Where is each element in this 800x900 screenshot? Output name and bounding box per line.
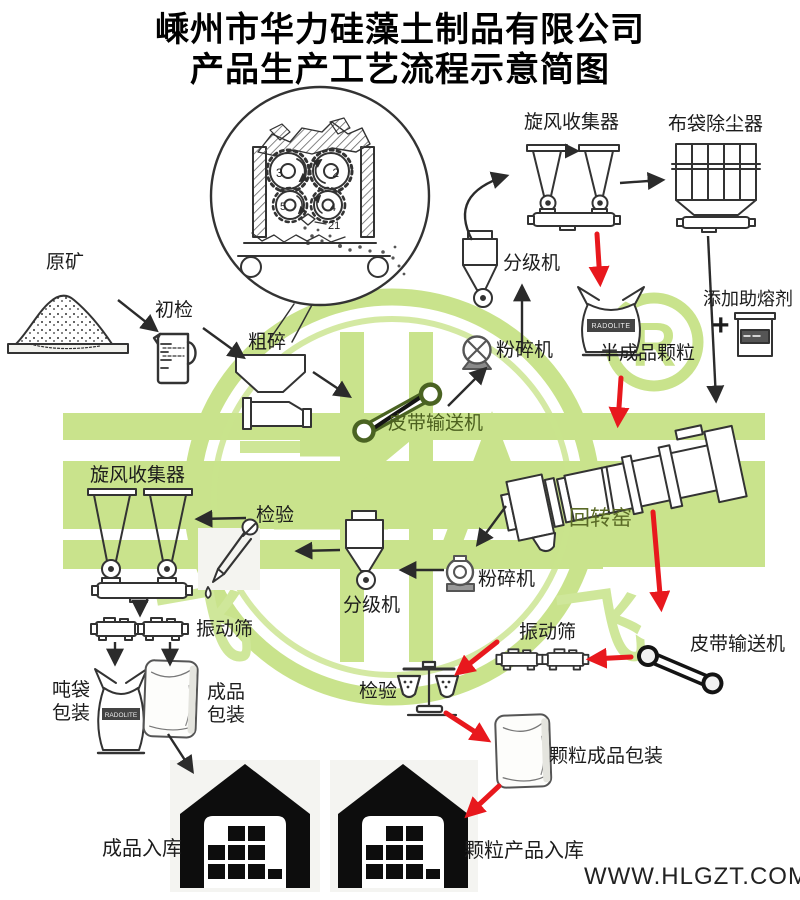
svg-text:4: 4 [330,202,336,214]
label-inspection-mid: 检验 [256,505,295,526]
classifier-mid-icon [345,510,384,590]
label-finished-warehouse: 成品入库 [102,838,182,860]
red-arrow-screen-to-scale [454,639,500,676]
raw-ore-icon [7,294,129,354]
red-arrow-semibag-to-kiln [608,375,630,429]
belt-conveyor-top-icon [352,382,443,443]
label-finished-packaging-2: 包装 [207,705,246,726]
red-arrow-kiln-to-belt [649,509,671,613]
red-arrow-belt-to-screen [585,647,634,669]
coarse-crusher-icon [235,354,312,430]
vibrating-screen-left-icon [90,617,189,641]
arrow-classifier-to-cyclone [463,171,510,241]
label-rotary-kiln: 回转窑 [569,507,632,530]
arrow-crushing-to-belt [312,371,352,398]
flux-jar-icon [734,312,776,357]
label-cyclone-collector-top: 旋风收集器 [524,112,620,133]
bag-dust-collector-icon [671,143,761,233]
label-plus-sign: + [712,309,730,342]
semi-finished-bag-icon: RADOLITE [577,286,645,357]
pulverizer-mid-icon [445,555,475,592]
label-vibrating-screen-left: 振动筛 [196,619,254,640]
arrow-ore-to-inspection [117,299,159,333]
flow-arrows-red [443,231,671,819]
label-add-flux: 添加助熔剂 [703,289,793,309]
svg-text:21: 21 [328,220,340,232]
arrow-belt-to-pulverizer [447,366,488,407]
cyclone-collector-left-icon [87,488,193,603]
belt-conveyor-right-icon [637,645,724,695]
rotary-kiln-icon [500,424,748,553]
label-pulverizer-top: 粉碎机 [496,340,554,361]
svg-text:3: 3 [276,166,283,180]
label-granule-packaging: 颗粒成品包装 [549,746,664,767]
arrow-classifier-to-dropper [294,541,341,560]
granule-warehouse-icon [330,760,478,892]
svg-text:2: 2 [332,166,339,180]
diagram-subtitle: 产品生产工艺流程示意简图 [190,51,610,89]
ton-bag-icon: RADOLITE [94,668,148,755]
flow-arrows-black [106,143,725,775]
website-url: WWW.HLGZT.COM [584,863,800,890]
label-classifier-top: 分级机 [503,253,561,274]
vibrating-screen-right-icon [495,648,590,671]
label-inspection-bottom: 检验 [359,681,398,702]
arrow-inspection-to-crushing [202,327,246,360]
label-semi-finished-granules: 半成品颗粒 [600,343,696,364]
dropper-icon [198,518,260,599]
label-granule-warehouse: 颗粒产品入库 [464,840,584,862]
balance-scale-icon [396,660,460,717]
diagram-title: 嵊州市华力硅藻土制品有限公司 产品生产工艺流程示意简图 [0,0,800,90]
svg-text:RADOLITE: RADOLITE [591,323,630,330]
svg-text:5: 5 [280,201,286,213]
classifier-top-icon [462,230,498,308]
cyclone-collector-top-icon [526,144,621,231]
label-finished-packaging-1: 成品 [207,682,246,703]
label-cyclone-collector-left: 旋风收集器 [90,465,186,486]
red-arrow-granulebag-to-warehouse [464,783,502,819]
label-ton-bag-packaging-1: 吨袋 [52,680,91,701]
roller-crusher-detail-icon: 3 2 5 4 21 [209,85,431,343]
arrow-bag-to-warehouse [166,733,194,775]
measuring-cup-icon [152,332,197,385]
label-classifier-mid: 分级机 [343,595,401,616]
red-arrow-scale-to-granulebag [443,710,492,743]
arrow-cyclone-to-bagfilter [619,172,666,191]
label-ton-bag-packaging-2: 包装 [52,703,91,724]
label-pulverizer-mid: 粉碎机 [478,569,536,590]
arrow-bagfilter-to-kiln [706,235,725,404]
label-initial-inspection: 初检 [155,300,194,321]
red-arrow-cyclone-to-semibag [588,231,610,288]
finished-product-bag-icon [142,659,199,739]
arrow-inspection-to-cyclone-left [194,509,247,528]
svg-text:RADOLITE: RADOLITE [105,712,138,719]
pulverizer-top-icon [462,335,492,370]
label-bag-dust-collector: 布袋除尘器 [668,114,764,135]
finished-warehouse-icon [170,760,320,892]
company-name: 嵊州市华力硅藻土制品有限公司 [155,11,645,49]
label-vibrating-screen-right: 振动筛 [519,622,577,643]
label-belt-conveyor-right: 皮带输送机 [690,634,786,655]
granule-product-bag-icon [494,713,553,789]
label-coarse-crushing: 粗碎 [248,332,287,353]
label-belt-conveyor-top: 皮带输送机 [388,413,484,434]
label-raw-ore: 原矿 [46,252,85,273]
arrow-kiln-to-pulverizer-mid [475,505,507,547]
